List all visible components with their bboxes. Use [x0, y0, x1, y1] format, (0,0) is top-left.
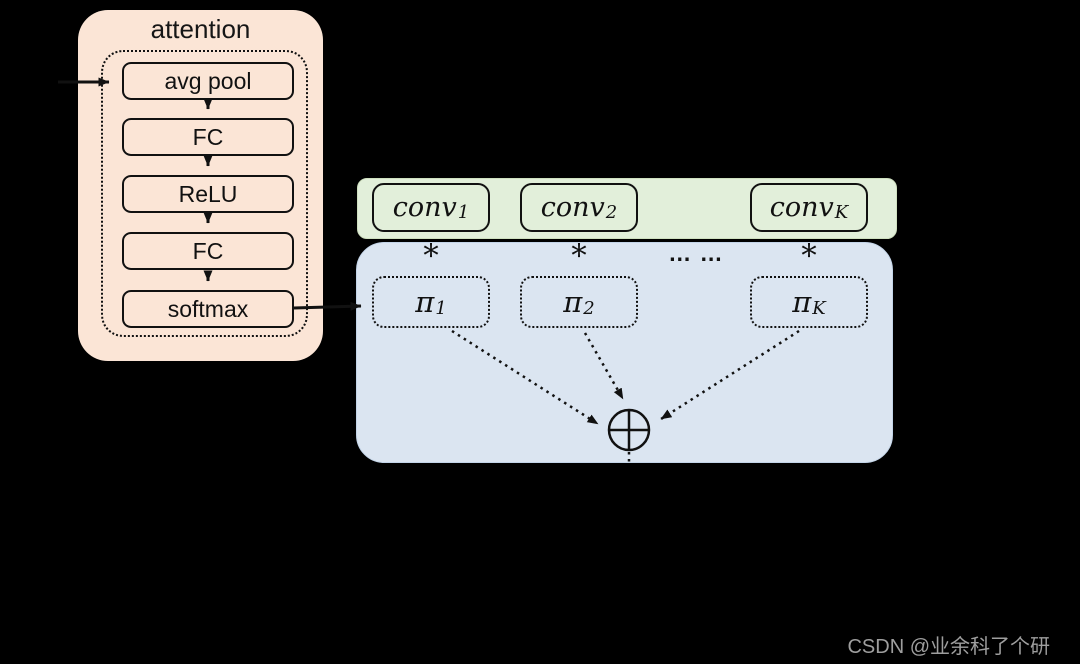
conv-subscript: K	[834, 202, 849, 223]
conv-label: conv	[540, 192, 605, 223]
pi-subscript: K	[812, 298, 826, 319]
pi-subscript: 2	[583, 298, 595, 319]
pi-label: π	[563, 284, 583, 319]
attention-layer-fc2: FC	[122, 232, 294, 270]
ellipsis-dots: … …	[668, 240, 724, 266]
multiply-symbol-k: *	[801, 238, 817, 274]
multiply-symbol-2: *	[571, 238, 587, 274]
attention-weights-panel	[356, 242, 893, 463]
conv-label: conv	[392, 192, 457, 223]
conv-label: conv	[769, 192, 834, 223]
attention-layer-relu: ReLU	[122, 175, 294, 213]
multiply-symbol-1: *	[423, 238, 439, 274]
layer-label: ReLU	[178, 180, 238, 207]
conv-subscript: 1	[457, 202, 470, 223]
pi-label: π	[415, 284, 435, 319]
attention-layer-fc1: FC	[122, 118, 294, 156]
watermark-text: CSDN @业余科了个研	[847, 636, 1050, 658]
pi-label: π	[792, 284, 812, 319]
attention-dotted-frame	[101, 50, 308, 337]
pi-subscript: 1	[435, 298, 447, 319]
attention-layer-softmax: softmax	[122, 290, 294, 328]
layer-label: FC	[192, 237, 224, 264]
layer-label: softmax	[167, 295, 249, 322]
layer-label: FC	[192, 123, 224, 150]
layer-label: avg pool	[164, 67, 252, 94]
attention-layer-avg-pool: avg pool	[122, 62, 294, 100]
attention-module-title: attention	[150, 14, 251, 44]
conv-subscript: 2	[605, 202, 618, 223]
